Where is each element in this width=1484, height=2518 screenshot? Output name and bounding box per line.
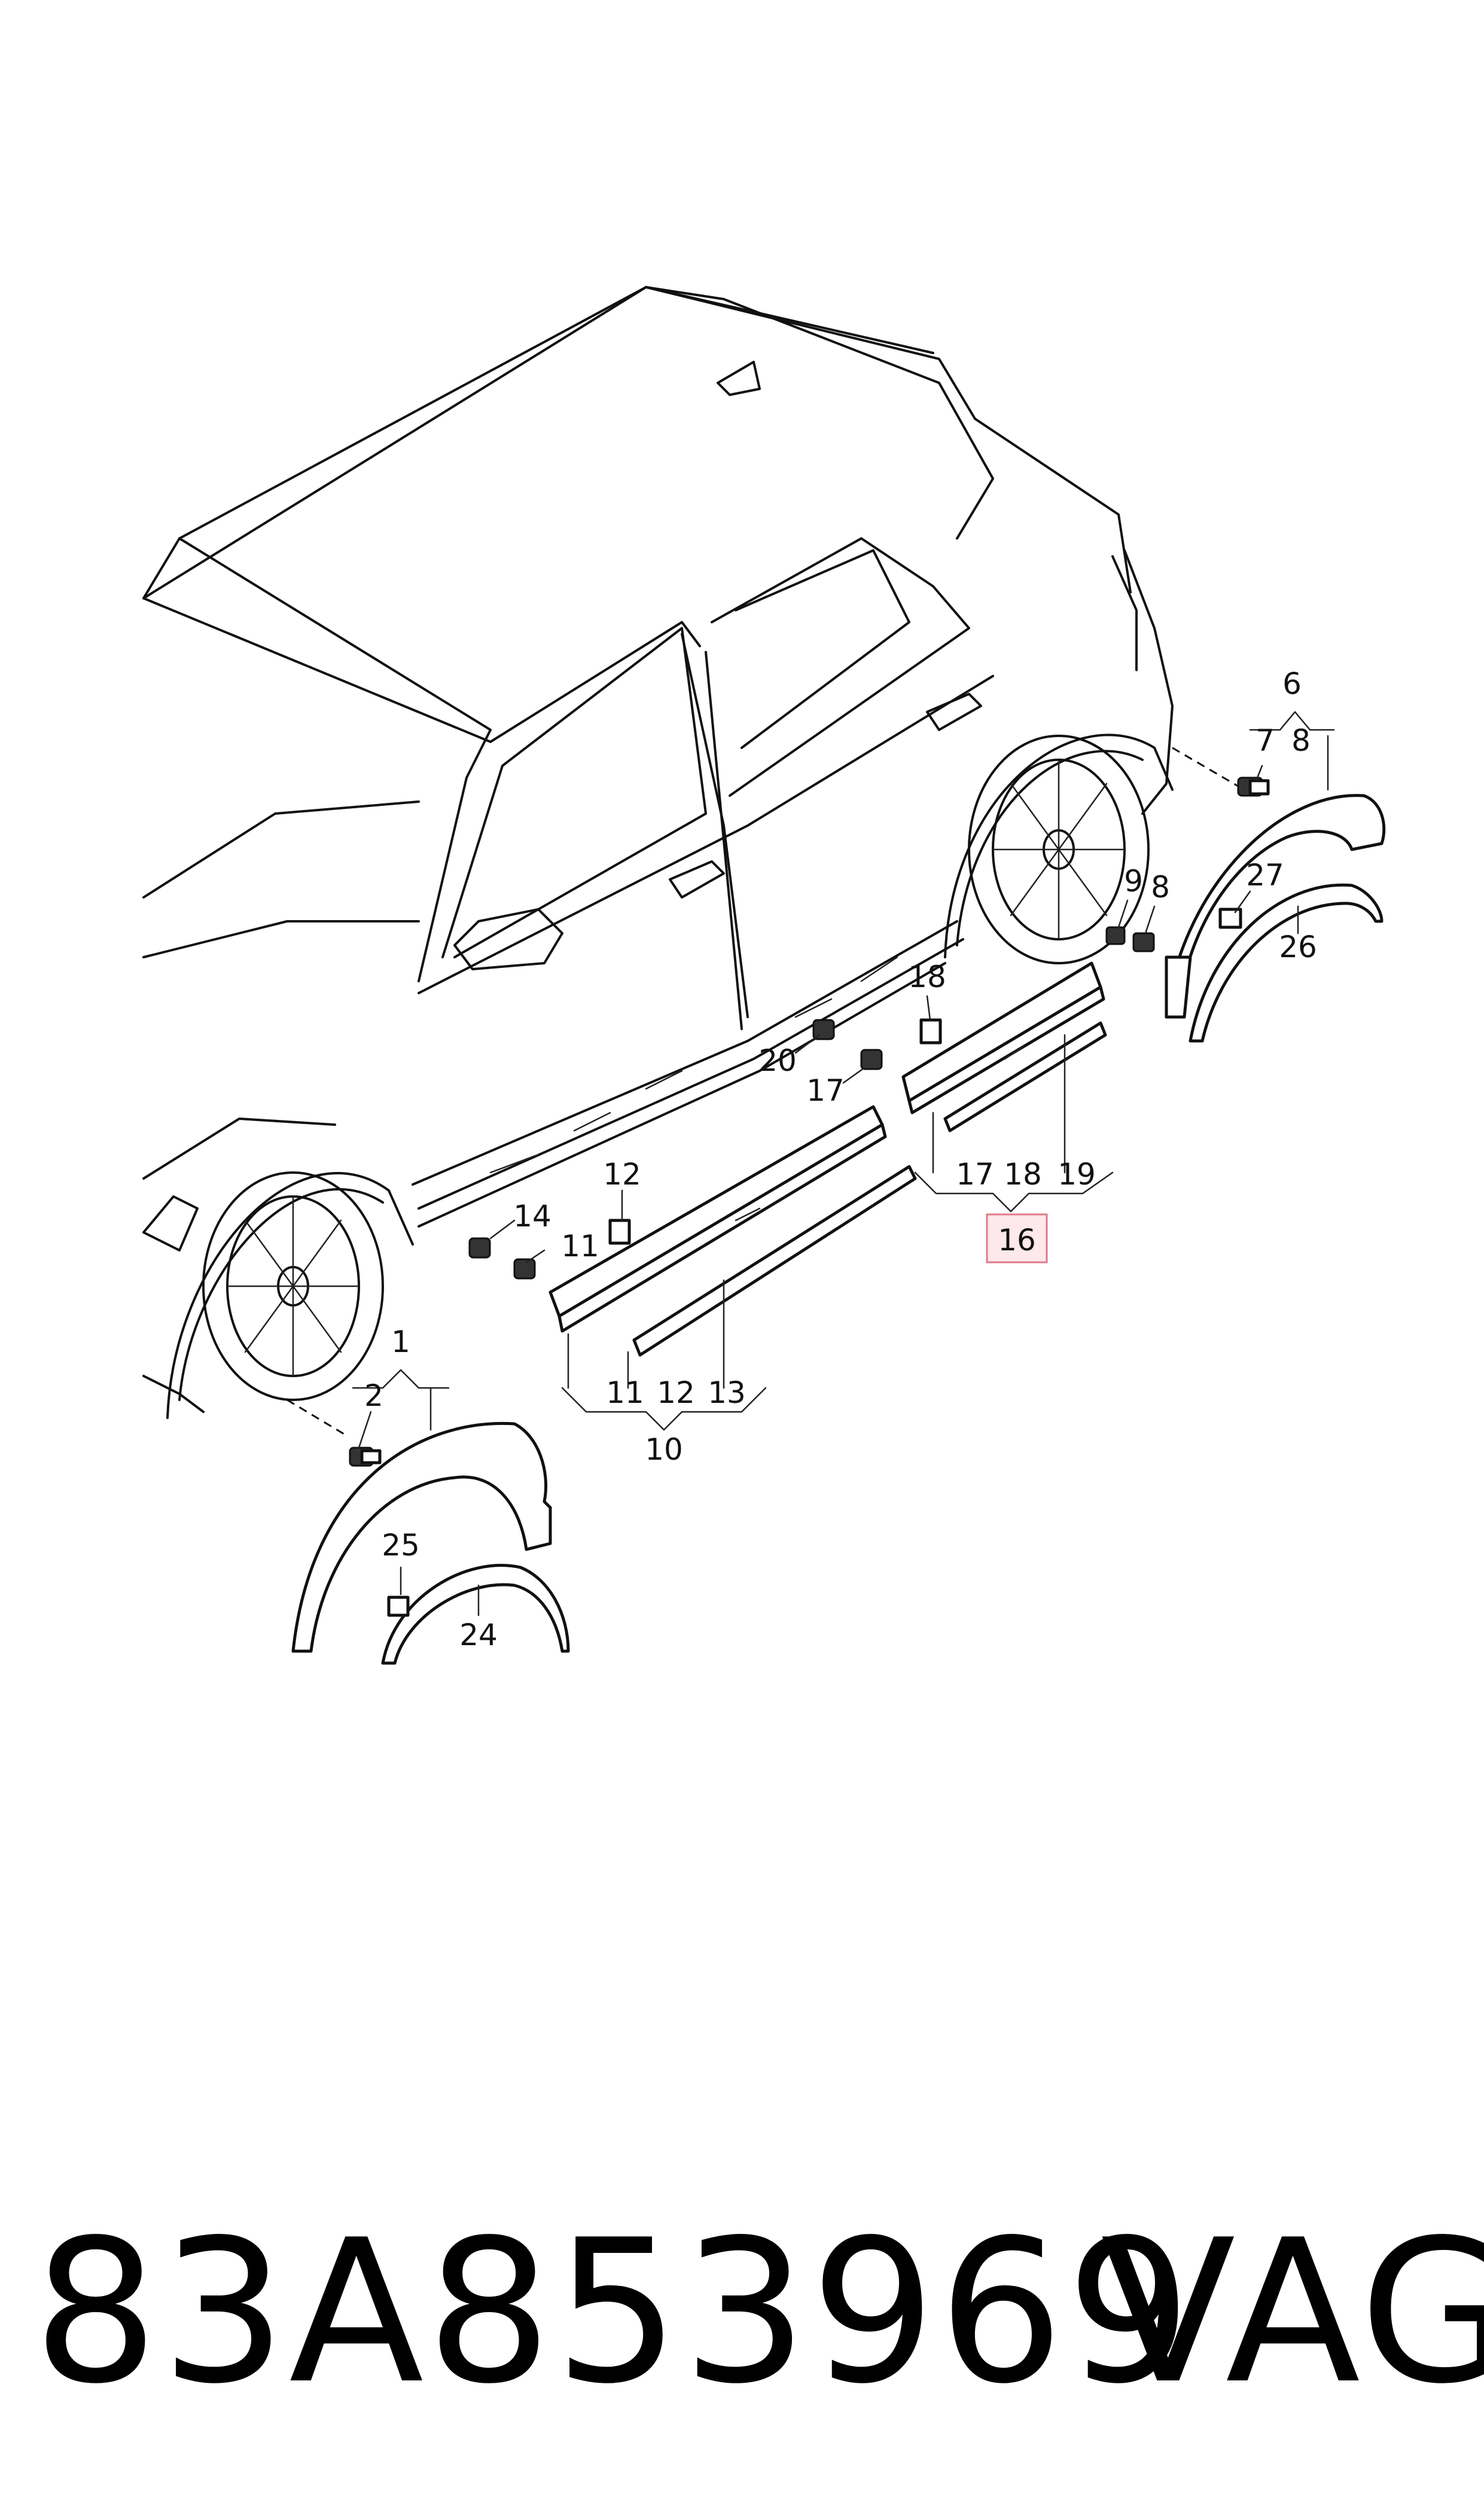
leader-lines bbox=[352, 711, 1335, 1616]
callout-10: 10 bbox=[645, 1432, 683, 1467]
callout-17-mid: 17 bbox=[806, 1073, 845, 1108]
callout-7: 7 bbox=[1256, 723, 1275, 758]
callout-2: 2 bbox=[364, 1378, 383, 1413]
callout-8-mid: 8 bbox=[1151, 870, 1170, 905]
callout-8-top: 8 bbox=[1291, 723, 1311, 758]
clip-9 bbox=[1105, 926, 1126, 945]
clip-8 bbox=[1132, 932, 1155, 952]
clip-12-front bbox=[608, 1219, 631, 1245]
callout-20: 20 bbox=[758, 1043, 797, 1078]
clip-2 bbox=[349, 1447, 382, 1467]
clip-17-rear bbox=[860, 1049, 883, 1070]
front-wheel-arch-trim bbox=[291, 1421, 552, 1653]
car-body-outline bbox=[142, 286, 1245, 1437]
callout-16: 16 bbox=[998, 1223, 1036, 1258]
callout-24: 24 bbox=[459, 1618, 498, 1652]
callout-labels: 1 2 25 24 6 7 8 27 26 9 8 18 20 17 12 14… bbox=[364, 666, 1317, 1652]
clip-25 bbox=[387, 1596, 410, 1617]
callout-9: 9 bbox=[1124, 864, 1143, 899]
callout-26: 26 bbox=[1279, 930, 1317, 964]
callout-6: 6 bbox=[1282, 666, 1302, 701]
rear-arch-strip bbox=[1189, 883, 1384, 1043]
front-arch-strip bbox=[381, 1564, 570, 1665]
front-door-sill-trim bbox=[548, 1105, 917, 1357]
callout-12-low: 12 bbox=[657, 1375, 695, 1410]
callout-19: 19 bbox=[1058, 1157, 1096, 1192]
clip-18-rear bbox=[919, 1018, 942, 1045]
callout-11-mid: 11 bbox=[561, 1229, 599, 1263]
callout-16-box: 16 bbox=[986, 1213, 1048, 1263]
callout-1: 1 bbox=[391, 1325, 410, 1359]
clip-7 bbox=[1237, 777, 1270, 797]
clip-14 bbox=[468, 1237, 491, 1259]
callout-25: 25 bbox=[382, 1528, 420, 1563]
callout-18-low: 18 bbox=[1004, 1157, 1042, 1192]
rear-wheel-arch-trim bbox=[1165, 794, 1386, 1019]
callout-18-top: 18 bbox=[908, 960, 946, 994]
clip-11-front bbox=[513, 1258, 536, 1280]
callout-14: 14 bbox=[513, 1199, 551, 1234]
clip-20 bbox=[812, 1019, 835, 1040]
brand-name: VAG bbox=[1101, 2197, 1484, 2427]
callout-12-top: 12 bbox=[603, 1157, 641, 1192]
part-number: 83A853969 bbox=[33, 2197, 1194, 2427]
clip-27 bbox=[1218, 908, 1242, 929]
callout-17-low: 17 bbox=[956, 1157, 994, 1192]
callout-27: 27 bbox=[1246, 858, 1284, 893]
callout-11-low: 11 bbox=[606, 1375, 644, 1410]
callout-13: 13 bbox=[708, 1375, 746, 1410]
